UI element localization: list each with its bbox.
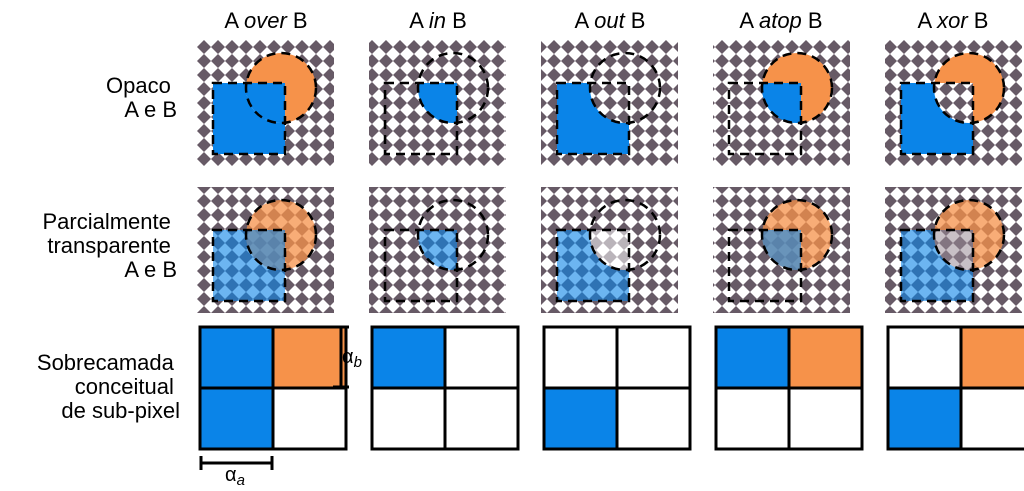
square-a-outline: [899, 228, 975, 303]
alpha-b-annotation: αb: [333, 325, 362, 389]
panel-over-partial: [197, 187, 334, 313]
cell-b-only: [615, 325, 692, 390]
panel-out-opaque: [541, 40, 678, 166]
cell-b-only: [959, 325, 1024, 390]
circle-b-outline: [760, 51, 834, 125]
circle-b-outline: [760, 198, 834, 272]
cell-a-only: [370, 386, 447, 451]
row-labels: Opaco A e B Parcialmente transparente A …: [37, 73, 180, 423]
square-a-outline: [899, 81, 975, 156]
cell-neither: [443, 386, 520, 451]
column-heading-in: A in B: [409, 8, 467, 33]
circle-b-outline: [588, 51, 662, 125]
subpixel-grid-xor: [886, 325, 1024, 451]
column-heading-xor: A xor B: [918, 8, 989, 33]
composite-panels: [197, 40, 1022, 313]
cell-b-only: [443, 325, 520, 390]
subpixel-grid-in: [370, 325, 520, 451]
circle-b-outline: [932, 198, 1006, 272]
square-a-outline: [727, 81, 803, 156]
subpixel-grids: [198, 325, 1024, 451]
source-a-region: [557, 83, 629, 154]
circle-b-outline: [932, 51, 1006, 125]
cell-b-only: [271, 325, 348, 390]
column-heading-atop: A atop B: [739, 8, 822, 33]
cell-a-only: [886, 386, 963, 451]
panel-in-opaque: [369, 40, 506, 166]
alpha-b-label: αb: [342, 346, 362, 371]
cell-a-only: [714, 386, 791, 451]
column-heading-out: A out B: [575, 8, 646, 33]
panel-in-partial: [369, 187, 506, 313]
square-a-outline: [383, 81, 459, 156]
row-label-partial: Parcialmente transparente A e B: [42, 209, 177, 282]
column-headings: A over B A in B A out B A atop B A xor B: [224, 8, 988, 33]
panel-atop-opaque: [713, 40, 850, 166]
cell-b-only: [787, 325, 864, 390]
cell-neither: [271, 386, 348, 451]
row-label-opaque: Opaco A e B: [106, 73, 177, 122]
cell-both: [542, 325, 619, 390]
circle-b-outline: [588, 198, 662, 272]
destination-b-region: [934, 53, 1004, 123]
subpixel-grid-out: [542, 325, 692, 451]
square-a-outline: [555, 81, 631, 156]
alpha-a-annotation: αa: [199, 456, 274, 489]
column-heading-over: A over B: [224, 8, 307, 33]
cell-neither: [615, 386, 692, 451]
subpixel-grid-over: [198, 325, 348, 451]
cell-both: [370, 325, 447, 390]
square-a-outline: [727, 228, 803, 303]
cell-neither: [787, 386, 864, 451]
cell-both: [198, 325, 275, 390]
cell-a-only: [542, 386, 619, 451]
cell-neither: [959, 386, 1024, 451]
cell-both: [886, 325, 963, 390]
panel-xor-opaque: [885, 40, 1022, 166]
circle-b-outline: [244, 198, 318, 272]
square-a-outline: [211, 228, 287, 303]
circle-b-outline: [244, 51, 318, 125]
circle-b-outline: [416, 198, 490, 272]
square-a-outline: [211, 81, 287, 156]
alpha-a-label: αa: [225, 464, 245, 489]
panel-out-partial: [541, 187, 678, 313]
row-label-subpixel: Sobrecamada conceitual de sub-pixel: [37, 350, 180, 423]
square-a-outline: [555, 228, 631, 303]
panel-atop-partial: [713, 187, 850, 313]
cell-both: [714, 325, 791, 390]
panel-over-opaque: [197, 40, 334, 166]
circle-b-outline: [416, 51, 490, 125]
subpixel-grid-atop: [714, 325, 864, 451]
cell-a-only: [198, 386, 275, 451]
panel-xor-partial: [885, 187, 1022, 313]
square-a-outline: [383, 228, 459, 303]
